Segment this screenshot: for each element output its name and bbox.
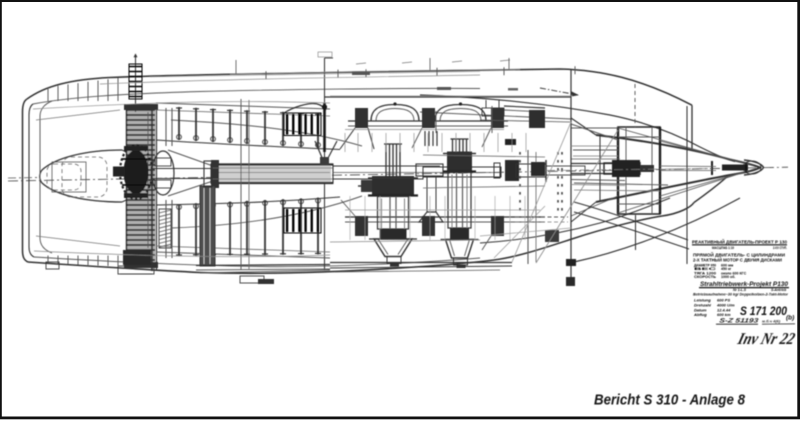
svg-text:РЕАКТИВНЫЙ ДВИГАТЕЛЬ-ПРОЕКТ Р: РЕАКТИВНЫЙ ДВИГАТЕЛЬ-ПРОЕКТ Р 130 xyxy=(692,238,787,245)
svg-text:МАСШТАБ 1:10: МАСШТАБ 1:10 xyxy=(712,246,734,250)
svg-text:СКОРОСТЬ: СКОРОСТЬ xyxy=(694,275,716,279)
svg-text:Drehzahl: Drehzahl xyxy=(694,303,712,308)
svg-text:600 PS: 600 PS xyxy=(717,298,730,303)
svg-text:Inv Nr 22: Inv Nr 22 xyxy=(735,329,798,348)
svg-text:Leistung: Leistung xyxy=(694,298,711,303)
svg-text:S-Z 51193: S-Z 51193 xyxy=(719,318,760,325)
svg-text:Betriebsaufnahme~30 kg/ Doppel: Betriebsaufnahme~30 kg/ Doppelkolben-2-T… xyxy=(693,292,788,297)
svg-text:2-ХХ СТУП.: 2-ХХ СТУП. xyxy=(773,246,787,250)
svg-text:ТЯГА 1200: ТЯГА 1200 xyxy=(694,271,716,275)
svg-text:ДИАМЕТР 950: ДИАМЕТР 950 xyxy=(694,263,716,267)
svg-text:600 km: 600 km xyxy=(717,312,731,317)
svg-text:Bericht S 310 - Anlage 8: Bericht S 310 - Anlage 8 xyxy=(594,392,746,409)
svg-text:600 мм: 600 мм xyxy=(721,263,734,267)
svg-text:Nr 1-L.S: Nr 1-L.S xyxy=(733,288,747,292)
svg-text:Strahltriebwerk-Projekt P130: Strahltriebwerk-Projekt P130 xyxy=(700,282,789,288)
svg-text:2-Х ТАКТНЫЙ МОТОР С ДВУМЯ ДИСК: 2-Х ТАКТНЫЙ МОТОР С ДВУМЯ ДИСКАМИ xyxy=(693,255,782,262)
svg-text:4000 U/m: 4000 U/m xyxy=(716,303,735,308)
svg-text:ВЕС: ВЕС xyxy=(694,267,717,271)
svg-text:около 600 КГС: около 600 КГС xyxy=(721,271,747,275)
svg-text:450 кг: 450 кг xyxy=(721,267,732,271)
svg-text:S 171 200: S 171 200 xyxy=(740,304,787,318)
svg-text:12.4.44: 12.4.44 xyxy=(717,308,731,313)
svg-text:ПРЯМОЙ ДВИГАТЕЛЬ- С ЦИЛИНДРАМИ: ПРЯМОЙ ДВИГАТЕЛЬ- С ЦИЛИНДРАМИ xyxy=(693,250,785,257)
svg-text:1000 об.: 1000 об. xyxy=(721,275,735,279)
svg-text:Datum: Datum xyxy=(694,308,707,313)
svg-text:Abflug: Abflug xyxy=(693,312,707,317)
svg-text:(b): (b) xyxy=(786,315,794,322)
svg-text:м.б.ч 4(6): м.б.ч 4(6) xyxy=(762,319,781,324)
svg-text:S-Antrieb: S-Antrieb xyxy=(771,288,786,292)
